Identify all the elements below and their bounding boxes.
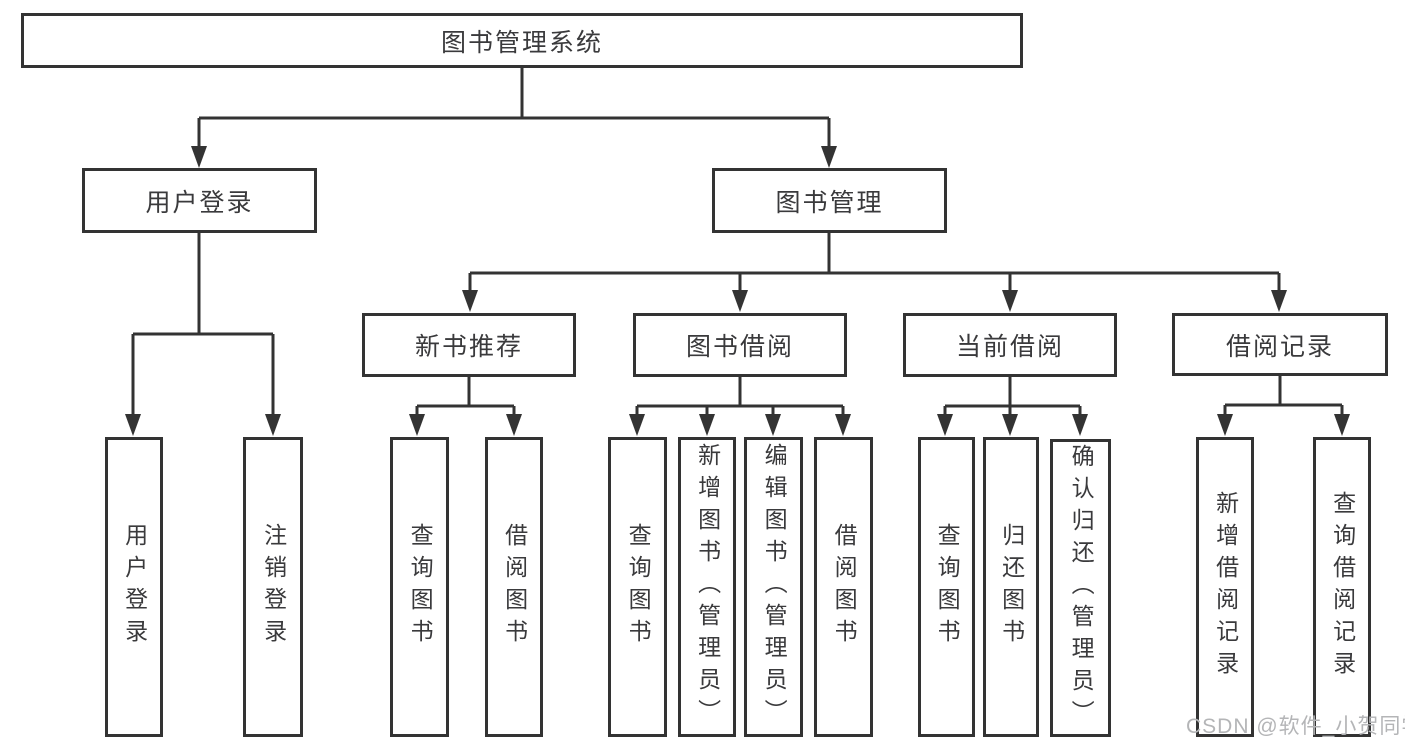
leaf-query-books-recommend: 查询图书: [390, 437, 449, 737]
leaf-return-books: 归还图书: [983, 437, 1039, 737]
leaf-label: 查询图书: [934, 523, 961, 651]
leaf-label: 归还图书: [998, 523, 1025, 651]
leaf-label: 查询借阅记录: [1329, 491, 1356, 683]
leaf-label: 编辑图书（管理员）: [761, 443, 788, 731]
node-library-system: 图书管理系统: [21, 13, 1023, 68]
leaf-label: 新增借阅记录: [1212, 491, 1239, 683]
node-label: 图书管理: [775, 188, 884, 217]
node-label: 图书管理系统: [440, 28, 603, 57]
arrowheads: [125, 146, 1350, 436]
leaf-label: 新增图书（管理员）: [694, 443, 721, 731]
leaf-label: 确认归还（管理员）: [1068, 444, 1095, 732]
leaf-confirm-return-admin: 确认归还（管理员）: [1050, 439, 1111, 737]
leaf-label: 用户登录: [121, 523, 148, 651]
node-label: 用户登录: [145, 188, 254, 217]
node-new-book-recommendation: 新书推荐: [362, 313, 576, 377]
node-user-login: 用户登录: [82, 168, 317, 233]
leaf-borrow-books-borrowing: 借阅图书: [814, 437, 873, 737]
leaf-borrow-books-recommend: 借阅图书: [485, 437, 543, 737]
leaf-query-books-current: 查询图书: [918, 437, 975, 737]
leaf-label: 查询图书: [625, 523, 652, 651]
leaf-query-borrow-record: 查询借阅记录: [1313, 437, 1371, 737]
leaf-edit-books-admin: 编辑图书（管理员）: [744, 437, 803, 737]
leaf-label: 查询图书: [407, 523, 434, 651]
node-label: 图书借阅: [685, 333, 794, 361]
node-label: 借阅记录: [1225, 332, 1334, 361]
leaf-label: 借阅图书: [501, 523, 528, 651]
leaf-add-borrow-record: 新增借阅记录: [1196, 437, 1254, 737]
leaf-label: 注销登录: [260, 523, 287, 651]
node-label: 新书推荐: [414, 333, 523, 361]
leaf-user-login: 用户登录: [105, 437, 163, 737]
node-current-borrowing: 当前借阅: [903, 313, 1117, 377]
node-label: 当前借阅: [955, 333, 1064, 361]
leaf-logout: 注销登录: [243, 437, 303, 737]
watermark: CSDN @软件_小贺同学: [1186, 715, 1405, 738]
leaf-label: 借阅图书: [831, 523, 858, 651]
leaf-add-books-admin: 新增图书（管理员）: [678, 437, 736, 737]
node-book-borrowing: 图书借阅: [633, 313, 847, 377]
node-book-management: 图书管理: [712, 168, 947, 233]
leaf-query-books-borrowing: 查询图书: [608, 437, 667, 737]
node-borrowing-records: 借阅记录: [1172, 313, 1388, 376]
